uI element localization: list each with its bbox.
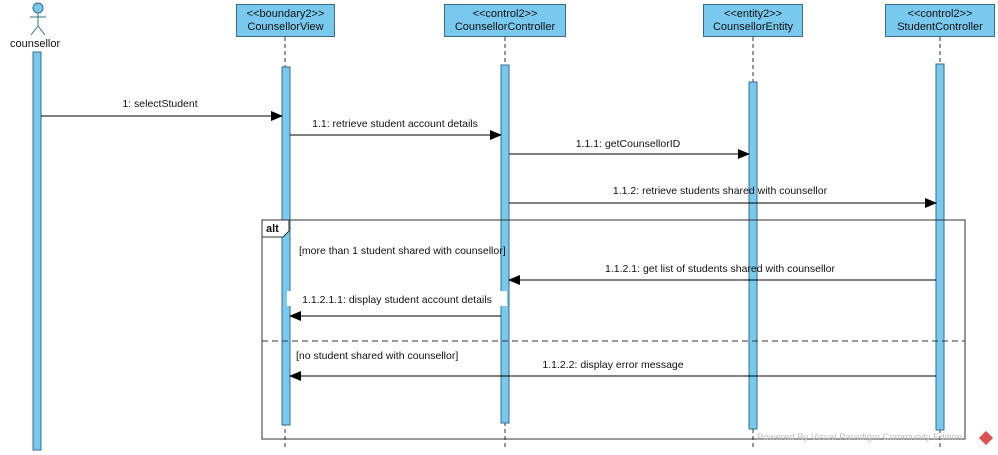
alt-fragment <box>261 219 966 440</box>
lifeline-name: CounsellorController <box>454 21 556 33</box>
activation-bar-counsellor-view <box>281 66 291 426</box>
lifeline-stereotype: <<boundary2>> <box>246 8 325 20</box>
lifeline-header-counsellor-entity[interactable]: <<entity2>> CounsellorEntity <box>703 4 803 37</box>
lifeline-name: StudentController <box>897 21 983 33</box>
activation-bar-counsellor-entity <box>748 81 758 430</box>
message-label-1-1-2-1-1: 1.1.2.1.1: display student account detai… <box>302 294 492 306</box>
lifeline-stereotype: <<entity2>> <box>723 8 783 20</box>
lifeline-header-counsellor-controller[interactable]: <<control2>> CounsellorController <box>444 4 566 37</box>
actor-leg-right <box>37 25 46 36</box>
message-label-1-1-1: 1.1.1: getCounsellorID <box>576 138 681 150</box>
message-label-1: 1: selectStudent <box>122 98 197 110</box>
lifeline-name: CounsellorEntity <box>712 21 794 33</box>
actor-figure <box>30 2 46 36</box>
alt-operator: alt <box>266 223 279 235</box>
message-label-1-1-2-1: 1.1.2.1: get list of students shared wit… <box>605 263 835 275</box>
activation-bar-student-controller <box>935 63 945 431</box>
lifeline-name: CounsellorView <box>247 21 324 33</box>
activation-bar-counsellor-controller <box>500 64 510 424</box>
message-label-bg <box>287 291 507 306</box>
actor-name: counsellor <box>10 38 61 50</box>
lifeline-header-student-controller[interactable]: <<control2>> StudentController <box>885 4 995 37</box>
message-label-1-1: 1.1: retrieve student account details <box>312 118 478 130</box>
vp-logo-icon <box>978 430 994 446</box>
lifeline-stereotype: <<control2>> <box>907 8 973 20</box>
alt-guard-1: [more than 1 student shared with counsel… <box>299 245 506 257</box>
alt-guard-2: [no student shared with counsellor] <box>296 350 458 362</box>
watermark-text: Powered By Visual Paradigm Community Edi… <box>757 432 963 443</box>
lifeline-header-counsellor-view[interactable]: <<boundary2>> CounsellorView <box>236 4 335 37</box>
alt-fragment-tab <box>261 219 290 238</box>
activation-bar-counsellor <box>32 51 42 451</box>
message-label-1-1-2: 1.1.2: retrieve students shared with cou… <box>613 185 828 197</box>
message-label-1-1-2-2: 1.1.2.2: display error message <box>542 359 683 371</box>
actor-leg-left <box>30 25 39 36</box>
lifeline-stereotype: <<control2>> <box>472 8 538 20</box>
